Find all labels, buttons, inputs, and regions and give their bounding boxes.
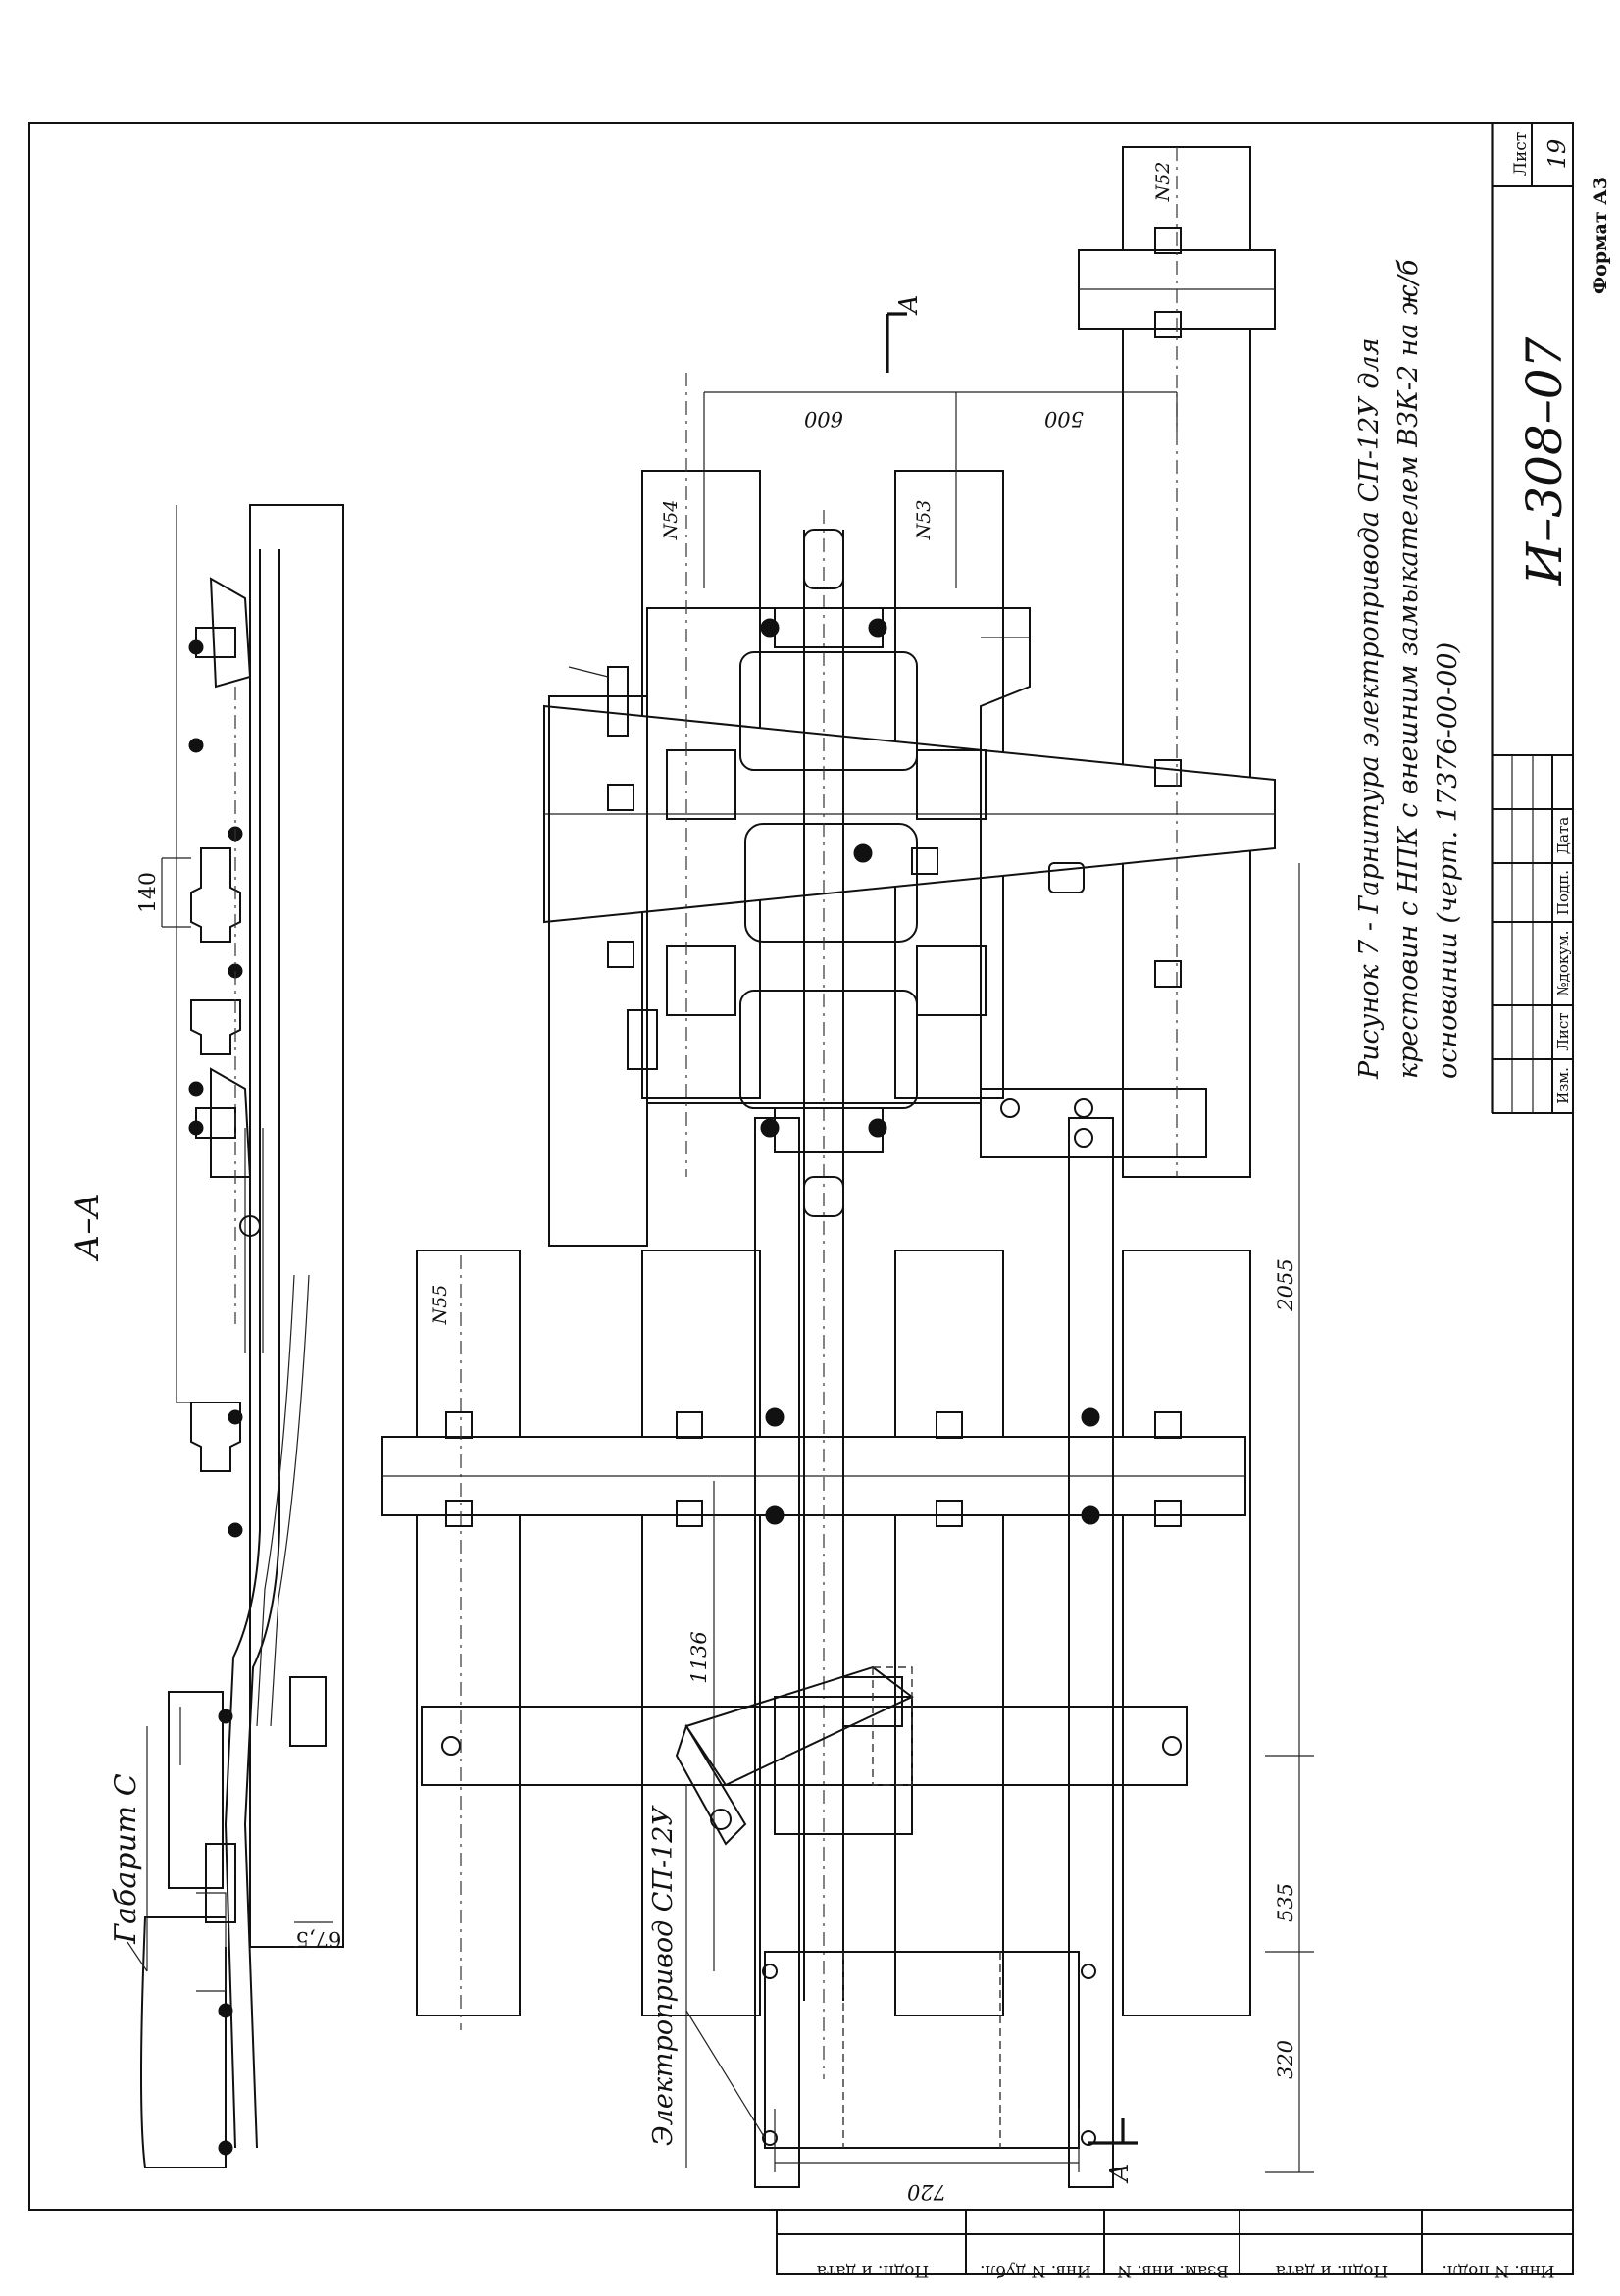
dim-500: 500: [1044, 407, 1084, 431]
dim-720: 720: [907, 2180, 946, 2204]
dim-140: 140: [136, 872, 161, 913]
dim-600: 600: [804, 407, 843, 431]
sheet-number: 19: [1544, 139, 1571, 170]
tie-label-n52: N52: [1152, 162, 1174, 203]
stamp-cell-3: Взам. инв. N: [1117, 2261, 1229, 2280]
figure-caption: Рисунок 7 - Гарнитура электропривода СП-…: [1354, 259, 1463, 1080]
rev-col-podp: Подп.: [1554, 870, 1572, 915]
caption-line-3: основании (черт. 17376-00-00): [1433, 642, 1463, 1079]
section-mark-top: А: [894, 294, 924, 316]
lock-bar-2: [1068, 1117, 1114, 2188]
rev-col-list: Лист: [1554, 1012, 1572, 1050]
rev-col-dokum: №докум.: [1554, 930, 1572, 995]
tie-label-n54: N54: [660, 500, 682, 541]
section-mark-bottom: А: [1105, 2163, 1135, 2184]
dim-1136: 1136: [687, 1631, 711, 1683]
dim-2055: 2055: [1274, 1258, 1297, 1311]
sheet-label: Лист: [1511, 132, 1531, 176]
gabarit-label: Габарит С: [109, 1773, 143, 1944]
stamp-cell-4: Подп. и дата: [1276, 2261, 1389, 2280]
tie-fasteners: [445, 227, 1182, 1527]
plan-view: А А N52 N53 N54 N55: [381, 146, 1314, 2204]
rev-col-data: Дата: [1554, 817, 1572, 854]
stamp-cell-2: Инв. N дубл.: [980, 2261, 1091, 2280]
section-title: А–А: [68, 1193, 107, 1262]
lock-bar-1: [754, 1117, 800, 2188]
dim-535: 535: [1274, 1883, 1297, 1922]
title-block: Лист 19 И–308–07 Изм. Лист №докум. Подп.…: [1491, 123, 1611, 1114]
dim-320: 320: [1274, 2040, 1297, 2079]
drawing-frame: [28, 122, 1574, 2211]
left-stamp: Подп. и дата Инв. N дубл. Взам. инв. N П…: [776, 2209, 1574, 2280]
stamp-cell-5: Инв. N подл.: [1442, 2261, 1554, 2280]
section-view-aa: А–А: [68, 504, 344, 2168]
tie-label-n53: N53: [913, 500, 935, 541]
actuator-label: Электропривод СП-12У: [648, 1805, 679, 2147]
crossbar: [421, 1706, 1188, 1786]
bolt-heads: [441, 618, 1182, 2146]
drive-box: [764, 1951, 1080, 2149]
tie-label-n55: N55: [430, 1285, 451, 1326]
dim-67-5: 67,5: [296, 1927, 342, 1951]
tie-n55: [416, 1250, 521, 2016]
doc-code: И–308–07: [1516, 336, 1573, 586]
frog-window: [744, 823, 918, 943]
caption-line-2: крестовин с НПК с внешним замыкателем ВЗ…: [1393, 259, 1424, 1079]
format-label: Формат А3: [1590, 177, 1611, 294]
stamp-cell-1: Подп. и дата: [817, 2261, 930, 2280]
caption-line-1: Рисунок 7 - Гарнитура электропривода СП-…: [1354, 337, 1385, 1080]
rail-profile-1: [190, 847, 241, 943]
rev-col-izm: Изм.: [1554, 1067, 1572, 1104]
